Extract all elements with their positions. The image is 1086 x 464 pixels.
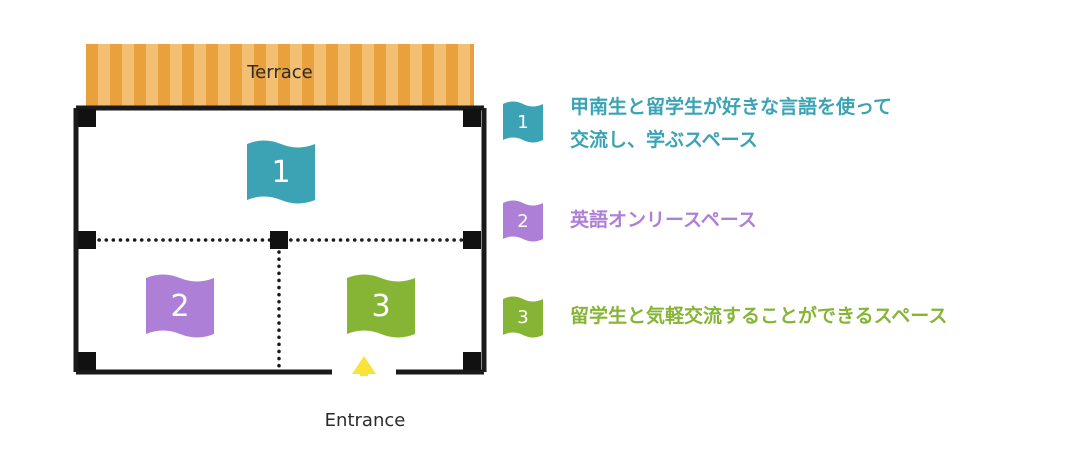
pillar-top-left (78, 109, 96, 127)
pillar-bottom-left (78, 352, 96, 370)
area-2-flag: 2 (146, 274, 214, 338)
flag-icon (146, 274, 214, 338)
terrace-area (86, 44, 474, 108)
area-2-number: 2 (170, 288, 190, 324)
legend-3-flag: 3 (503, 296, 543, 338)
pillar-bottom-right (463, 352, 481, 370)
area-3-flag: 3 (347, 274, 415, 338)
legend-2-description: 英語オンリースペース (570, 204, 757, 237)
entrance-arrow-icon (352, 356, 376, 376)
legend-1-flag: 1 (503, 101, 543, 143)
legend-3-line-1: 留学生と気軽交流することができるスペース (570, 305, 948, 327)
pillar-mid-center (270, 231, 288, 249)
entrance-label: Entrance (324, 410, 406, 431)
flag-icon (247, 140, 315, 204)
pillar-top-right (463, 109, 481, 127)
flag-icon (503, 200, 543, 242)
area-3-number: 3 (371, 288, 391, 324)
legend-3-number: 3 (517, 306, 529, 328)
legend-1-description: 甲南生と留学生が好きな言語を使って 交流し、学ぶスペース (570, 91, 892, 157)
legend-1-number: 1 (517, 111, 529, 133)
flag-icon (347, 274, 415, 338)
pillars (78, 109, 481, 370)
flag-icon (503, 296, 543, 338)
legend-1-line-2: 交流し、学ぶスペース (570, 129, 758, 151)
floor-plan (73, 105, 487, 376)
pillar-mid-left (78, 231, 96, 249)
legend-3-description: 留学生と気軽交流することができるスペース (570, 300, 947, 333)
area-1-flag: 1 (247, 140, 315, 204)
area-dividers (90, 238, 470, 368)
area-1-number: 1 (271, 154, 291, 190)
pillar-mid-right (463, 231, 481, 249)
flag-icon (503, 101, 543, 143)
legend-1-line-1: 甲南生と留学生が好きな言語を使って (570, 96, 893, 118)
outer-walls (73, 105, 487, 375)
legend-2-number: 2 (517, 210, 529, 232)
legend-2-line-1: 英語オンリースペース (570, 209, 757, 231)
terrace-label: Terrace (247, 62, 313, 83)
legend-2-flag: 2 (503, 200, 543, 242)
